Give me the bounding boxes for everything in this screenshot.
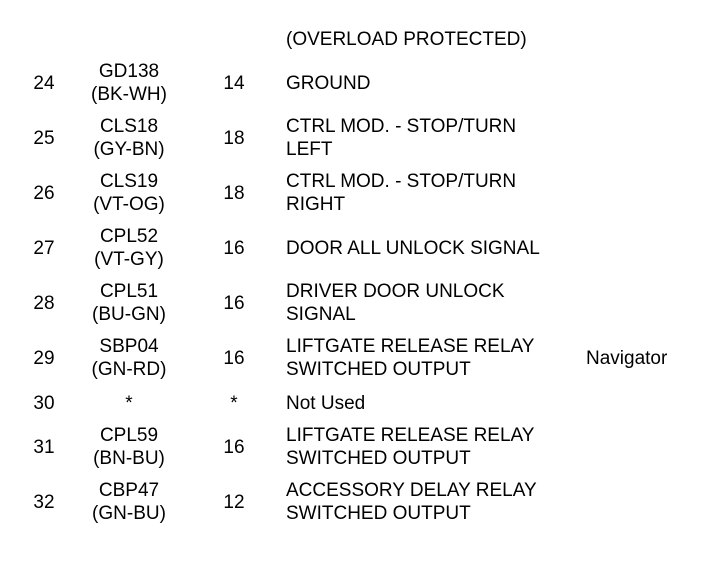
function-line-2: SWITCHED OUTPUT — [286, 359, 471, 380]
circuit-id: CPL59 — [99, 425, 159, 446]
function-line-2: SWITCHED OUTPUT — [286, 503, 471, 524]
function-line-2: SIGNAL — [286, 304, 356, 325]
gauge-cell: 12 — [204, 477, 264, 527]
pin-number-cell: 27 — [14, 223, 74, 273]
function-line-1: ACCESSORY DELAY RELAY — [286, 480, 537, 501]
pin-number-cell: 25 — [14, 113, 74, 163]
table-row-pin-31: 31 CPL59 (BN-BU) 16 LIFTGATE RELEASE REL… — [0, 422, 704, 472]
gauge-cell: 16 — [204, 333, 264, 383]
pin-number-cell: 32 — [14, 477, 74, 527]
table-row-pin-28: 28 CPL51 (BU-GN) 16 DRIVER DOOR UNLOCK S… — [0, 278, 704, 328]
table-row-pin-32: 32 CBP47 (GN-BU) 12 ACCESSORY DELAY RELA… — [0, 477, 704, 527]
wire-color: (GY-BN) — [93, 139, 165, 160]
gauge-cell: 16 — [204, 422, 264, 472]
circuit-id: CPL52 — [99, 226, 159, 247]
function-line-1: CTRL MOD. - STOP/TURN — [286, 171, 517, 192]
circuit-cell: CBP47 (GN-BU) — [74, 477, 184, 527]
pin-number-cell: 28 — [14, 278, 74, 328]
wire-gauge: * — [230, 392, 238, 414]
pin-number: 31 — [33, 436, 55, 458]
navigator-note: Navigator — [586, 348, 668, 369]
circuit-cell: CPL59 (BN-BU) — [74, 422, 184, 472]
function-line-2: RIGHT — [286, 194, 346, 215]
function-cell: Not Used — [286, 378, 586, 428]
function-cell: CTRL MOD. - STOP/TURN LEFT — [286, 113, 586, 163]
wire-gauge: 18 — [223, 182, 245, 204]
function-line-1: DOOR ALL UNLOCK SIGNAL — [286, 237, 540, 259]
wire-gauge: 16 — [223, 292, 245, 314]
function-cell: DRIVER DOOR UNLOCK SIGNAL — [286, 278, 586, 328]
function-cell: LIFTGATE RELEASE RELAY SWITCHED OUTPUT — [286, 422, 586, 472]
pin-number-cell: 24 — [14, 58, 74, 108]
wire-gauge: 16 — [223, 237, 245, 259]
pin-number: 30 — [33, 392, 55, 414]
pin-number: 25 — [33, 127, 55, 149]
table-row-pin-25: 25 CLS18 (GY-BN) 18 CTRL MOD. - STOP/TUR… — [0, 113, 704, 163]
table-row-pin-27: 27 CPL52 (VT-GY) 16 DOOR ALL UNLOCK SIGN… — [0, 223, 704, 273]
table-row-pin-26: 26 CLS19 (VT-OG) 18 CTRL MOD. - STOP/TUR… — [0, 168, 704, 218]
circuit-cell: GD138 (BK-WH) — [74, 58, 184, 108]
function-cell: LIFTGATE RELEASE RELAY SWITCHED OUTPUT — [286, 333, 586, 383]
function-line-2: LEFT — [286, 139, 333, 160]
wire-color: (GN-BU) — [92, 503, 166, 524]
circuit-cell: CPL51 (BU-GN) — [74, 278, 184, 328]
gauge-cell: 16 — [204, 223, 264, 273]
function-cell: CTRL MOD. - STOP/TURN RIGHT — [286, 168, 586, 218]
table-row-pin-24: 24 GD138 (BK-WH) 14 GROUND — [0, 58, 704, 108]
circuit-cell: CPL52 (VT-GY) — [74, 223, 184, 273]
wire-color: (VT-OG) — [93, 194, 165, 215]
circuit-cell: CLS19 (VT-OG) — [74, 168, 184, 218]
circuit-cell: SBP04 (GN-RD) — [74, 333, 184, 383]
table-row-pin-29: 29 SBP04 (GN-RD) 16 LIFTGATE RELEASE REL… — [0, 333, 704, 383]
function-line-1: GROUND — [286, 72, 371, 94]
function-cell: DOOR ALL UNLOCK SIGNAL — [286, 223, 586, 273]
circuit-cell: * — [74, 378, 184, 428]
pin-number-cell: 29 — [14, 333, 74, 383]
circuit-id: CLS19 — [99, 171, 159, 192]
circuit-id: CBP47 — [98, 480, 160, 501]
function-cell: ACCESSORY DELAY RELAY SWITCHED OUTPUT — [286, 477, 586, 527]
circuit-id: CPL51 — [99, 281, 159, 302]
pin-number: 29 — [33, 347, 55, 369]
wire-color: (VT-GY) — [94, 249, 164, 270]
function-line-1: Not Used — [286, 392, 366, 414]
pin-number-cell: 26 — [14, 168, 74, 218]
circuit-id: * — [125, 392, 133, 414]
wire-gauge: 16 — [223, 436, 245, 458]
wire-color: (BN-BU) — [93, 448, 165, 469]
function-line-1: CTRL MOD. - STOP/TURN — [286, 116, 517, 137]
pin-number-cell: 31 — [14, 422, 74, 472]
pin-number: 26 — [33, 182, 55, 204]
wire-gauge: 14 — [223, 72, 245, 94]
gauge-cell: 16 — [204, 278, 264, 328]
pin-number: 27 — [33, 237, 55, 259]
table-row-pin-30: 30 * * Not Used — [0, 378, 704, 428]
pin-number: 32 — [33, 491, 55, 513]
function-line-1: LIFTGATE RELEASE RELAY — [286, 336, 535, 357]
overload-protected-note: (OVERLOAD PROTECTED) — [286, 29, 527, 50]
pin-number: 24 — [33, 72, 55, 94]
gauge-cell: * — [204, 378, 264, 428]
pin-number-cell: 30 — [14, 378, 74, 428]
gauge-cell: 18 — [204, 168, 264, 218]
gauge-cell: 18 — [204, 113, 264, 163]
function-cell: GROUND — [286, 58, 586, 108]
wire-color: (BK-WH) — [91, 84, 167, 105]
wire-gauge: 18 — [223, 127, 245, 149]
circuit-cell: CLS18 (GY-BN) — [74, 113, 184, 163]
circuit-id: CLS18 — [99, 116, 159, 137]
gauge-cell: 14 — [204, 58, 264, 108]
circuit-id: GD138 — [98, 61, 160, 82]
circuit-id: SBP04 — [99, 336, 159, 357]
wire-gauge: 16 — [223, 347, 245, 369]
pin-number: 28 — [33, 292, 55, 314]
wire-color: (BU-GN) — [92, 304, 166, 325]
wire-gauge: 12 — [223, 491, 245, 513]
function-line-1: DRIVER DOOR UNLOCK — [286, 281, 505, 302]
function-line-2: SWITCHED OUTPUT — [286, 448, 471, 469]
function-line-1: LIFTGATE RELEASE RELAY — [286, 425, 535, 446]
wire-color: (GN-RD) — [91, 359, 167, 380]
